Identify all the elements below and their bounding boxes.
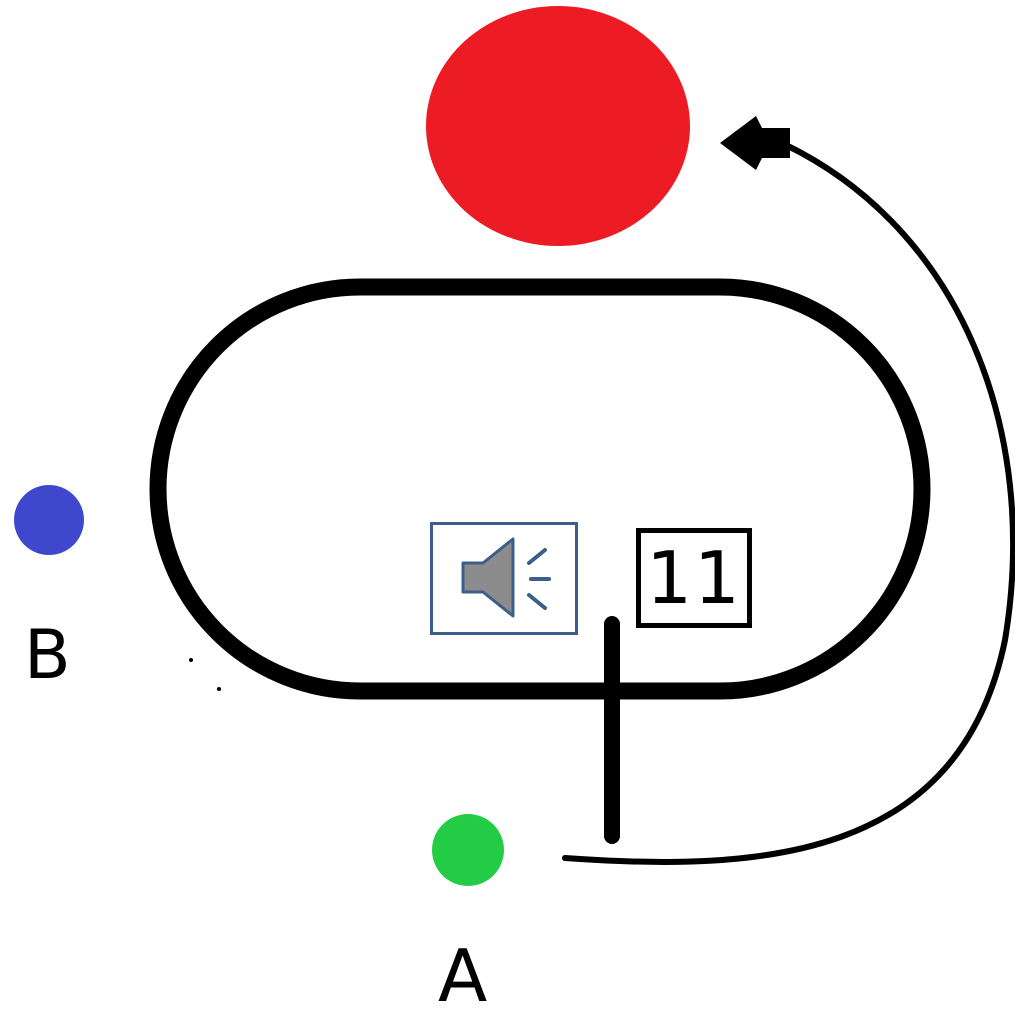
- speck: [189, 658, 193, 662]
- point-b-label: B: [24, 616, 71, 695]
- number-box: 11: [636, 528, 752, 628]
- track-loop: [149, 278, 931, 700]
- point-a-dot: [432, 814, 504, 886]
- arrow-head-icon: [720, 116, 790, 170]
- speaker-icon: [461, 537, 551, 618]
- point-a-label: A: [438, 934, 488, 1009]
- number-box-value: 11: [646, 536, 742, 620]
- red-circle: [426, 6, 690, 246]
- audio-button[interactable]: [430, 522, 578, 635]
- curved-arrow-path: [562, 142, 1015, 865]
- speck: [217, 687, 221, 691]
- point-b-dot: [14, 485, 84, 555]
